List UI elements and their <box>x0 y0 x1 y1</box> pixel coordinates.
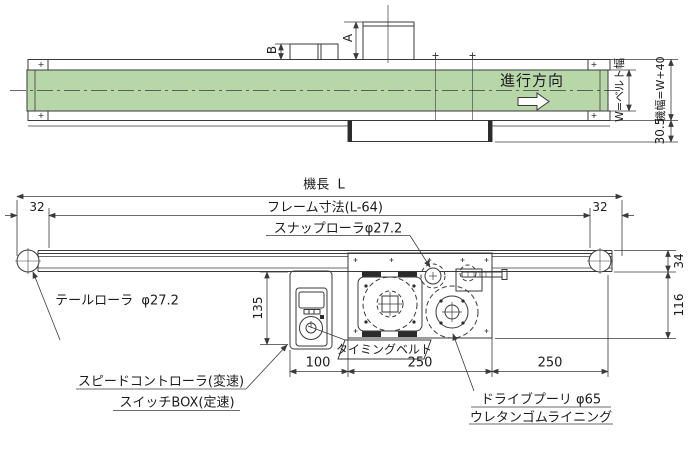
drive-unit-internals <box>353 258 508 339</box>
timing-belt-label: タイミングベルト <box>335 342 433 357</box>
speed-controller-label: スピードコントローラ(変速) <box>77 374 245 390</box>
side-dimensions <box>5 193 676 377</box>
offset-right-dim-label: 32 <box>592 200 608 214</box>
tail-roller <box>15 248 41 274</box>
plan-frame-outline <box>27 59 611 127</box>
direction-label: 進行方向 <box>499 71 565 90</box>
belt-width-dim-label: W=ベルト幅 <box>613 57 626 123</box>
control-box <box>289 270 333 350</box>
side-view <box>5 193 676 425</box>
leader-lines <box>32 235 613 425</box>
frame-rail <box>37 250 613 272</box>
underhang-dim-label: 30.5 <box>653 117 667 145</box>
drive-pulley-label: ドライブプーリ φ65 <box>480 392 602 408</box>
lining-label: ウレタンゴムライニング <box>469 410 613 426</box>
drive-pulley <box>425 285 479 339</box>
speed-dial <box>299 316 323 340</box>
motor-unit <box>289 5 476 63</box>
frame-height-dim-label: 34 <box>672 253 686 269</box>
controller-width-dim-label: 100 <box>305 355 331 371</box>
plan-dimensions <box>275 21 678 143</box>
snap-roller <box>420 263 483 292</box>
drive-unit-panel <box>347 252 493 339</box>
tension-screw <box>461 269 508 280</box>
drive-height-dim-label: 116 <box>672 293 686 317</box>
geared-motor <box>357 271 423 337</box>
machine-width-dim-label: 機幅=W+40 <box>654 56 667 122</box>
snap-roller-label: スナップローラφ27.2 <box>273 221 403 237</box>
plan-view <box>10 5 678 143</box>
switch-box-label: スイッチBOX(定速) <box>119 395 235 411</box>
drive-span2-dim-label: 250 <box>537 355 563 371</box>
mounting-plate <box>347 120 493 142</box>
controller-height-dim-label: 135 <box>251 296 265 320</box>
head-roller <box>587 248 613 274</box>
timing-belt-callout <box>307 325 432 360</box>
dim-b-label: B <box>265 45 279 55</box>
dim-a-label: A <box>341 33 355 43</box>
offset-left-dim-label: 32 <box>29 200 45 214</box>
machine-length-label: 機長 L <box>303 177 345 193</box>
frame-length-label: フレーム寸法(L-64) <box>266 200 384 216</box>
drive-span1-dim-label: 250 <box>407 355 433 371</box>
direction-arrow-icon <box>517 92 550 111</box>
tail-roller-label: テールローラ φ27.2 <box>55 293 179 309</box>
